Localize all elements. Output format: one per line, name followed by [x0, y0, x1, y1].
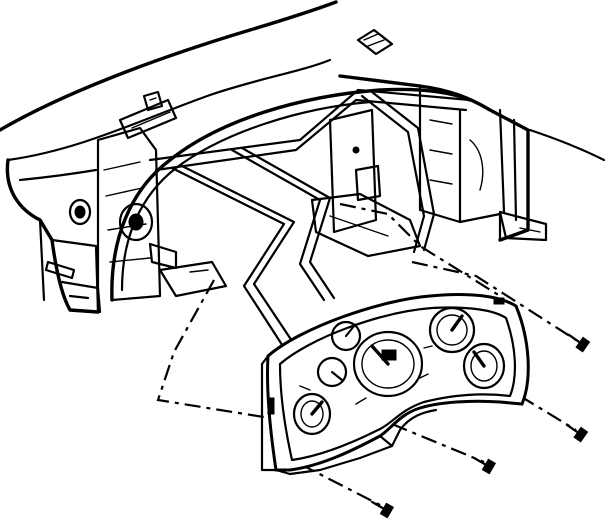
housing-left-detail: [103, 161, 151, 263]
left-mount-hub: [128, 213, 144, 231]
center-divider-panel: [328, 108, 378, 234]
temperature-gauge: [292, 392, 332, 436]
right-trim-edge: [528, 128, 606, 162]
screw-shaft: [473, 456, 486, 466]
housing-right-detail: [429, 119, 484, 191]
harness-upper-run: [148, 88, 472, 162]
cluster-side-shell: [260, 354, 278, 472]
screw-lower-right: [565, 423, 589, 443]
cluster-mount-tab-left: [267, 397, 275, 415]
screw-bottom-center: [473, 456, 497, 475]
small-gauge-upper-needle: [344, 324, 356, 338]
guide-right-screw-upper: [411, 260, 577, 341]
center-divider-screw: [352, 146, 360, 154]
lower-housing-lip-detail: [189, 269, 209, 273]
speedometer-gauge: [352, 330, 424, 398]
screw-head: [575, 336, 591, 353]
guide-left-vertical: [156, 279, 271, 420]
small-gauge-upper: [330, 320, 362, 352]
upper-bracket-clip: [142, 90, 164, 112]
screw-head: [573, 426, 589, 443]
housing-right-frame: [338, 74, 530, 242]
instrument-cluster: [260, 293, 530, 476]
dashboard-top-inner-edge: [6, 58, 332, 162]
harness-right-run: [360, 94, 426, 254]
screw-bottom-left: [371, 500, 395, 519]
fuel-gauge-inner: [470, 350, 498, 382]
cluster-mount-tab-top: [493, 297, 505, 305]
screw-shaft: [567, 333, 580, 343]
lower-housing-lip: [158, 260, 228, 298]
cluster-lower-housing: [378, 408, 438, 448]
right-side-bracket: [498, 210, 548, 242]
tachometer-gauge: [428, 306, 476, 354]
left-vent-ring: [68, 198, 92, 226]
cluster-bezel-outer: [265, 293, 530, 472]
screw-upper-right: [567, 333, 591, 353]
harness-right-run-2: [370, 90, 436, 252]
cluster-bottom-shell: [274, 444, 394, 476]
retaining-screws: [371, 333, 591, 519]
left-vent-knob: [74, 205, 86, 219]
screw-shaft: [371, 500, 384, 510]
wiring-harness: [148, 88, 472, 356]
cluster-lens-inner: [278, 306, 517, 462]
instrument-panel: [0, 0, 606, 314]
dashboard-left-face: [18, 168, 100, 314]
harness-zigzag-a: [170, 166, 290, 356]
speedometer-hub: [381, 349, 397, 361]
lower-center-shelf: [310, 192, 422, 258]
lower-center-shelf-edge: [329, 215, 389, 237]
guide-top-to-cluster: [339, 202, 501, 297]
left-mount-ring: [118, 202, 154, 242]
fuel-gauge-needle: [472, 350, 486, 368]
cluster-opening-shroud: [110, 87, 472, 302]
temperature-gauge-needle: [310, 400, 324, 416]
cluster-opening-inner: [120, 100, 372, 292]
left-mount-bracket: [148, 242, 178, 270]
screw-head: [481, 458, 497, 475]
harness-zigzag-d: [240, 146, 336, 300]
fuel-gauge: [462, 342, 506, 390]
tachometer-inner: [436, 314, 468, 346]
guide-bottom-screw-right: [391, 422, 485, 464]
left-stalk: [44, 260, 76, 280]
speedometer-needle: [370, 344, 390, 366]
screw-shaft: [565, 423, 578, 433]
harness-upper-run-2: [154, 98, 468, 172]
top-right-vent: [356, 28, 394, 56]
speedometer-inner: [361, 339, 415, 389]
harness-zigzag-b: [180, 164, 300, 352]
housing-right-rear: [418, 84, 502, 242]
small-gauge-mid-needle: [330, 370, 344, 382]
center-divider-box: [354, 164, 382, 202]
harness-zigzag-c: [230, 148, 326, 302]
upper-rib-1: [118, 98, 178, 140]
screw-head: [379, 502, 395, 519]
top-right-vent-slats: [363, 33, 385, 47]
dashboard-top-edge: [0, 0, 338, 132]
housing-right-column: [498, 108, 518, 222]
temperature-gauge-inner: [300, 400, 324, 428]
indicator-lamps: [299, 345, 433, 405]
tachometer-needle: [450, 314, 464, 332]
right-side-bracket-tab: [519, 227, 541, 233]
dashboard-left-end: [5, 158, 100, 314]
upper-bracket-detail: [131, 97, 171, 129]
small-gauge-mid: [316, 356, 348, 388]
